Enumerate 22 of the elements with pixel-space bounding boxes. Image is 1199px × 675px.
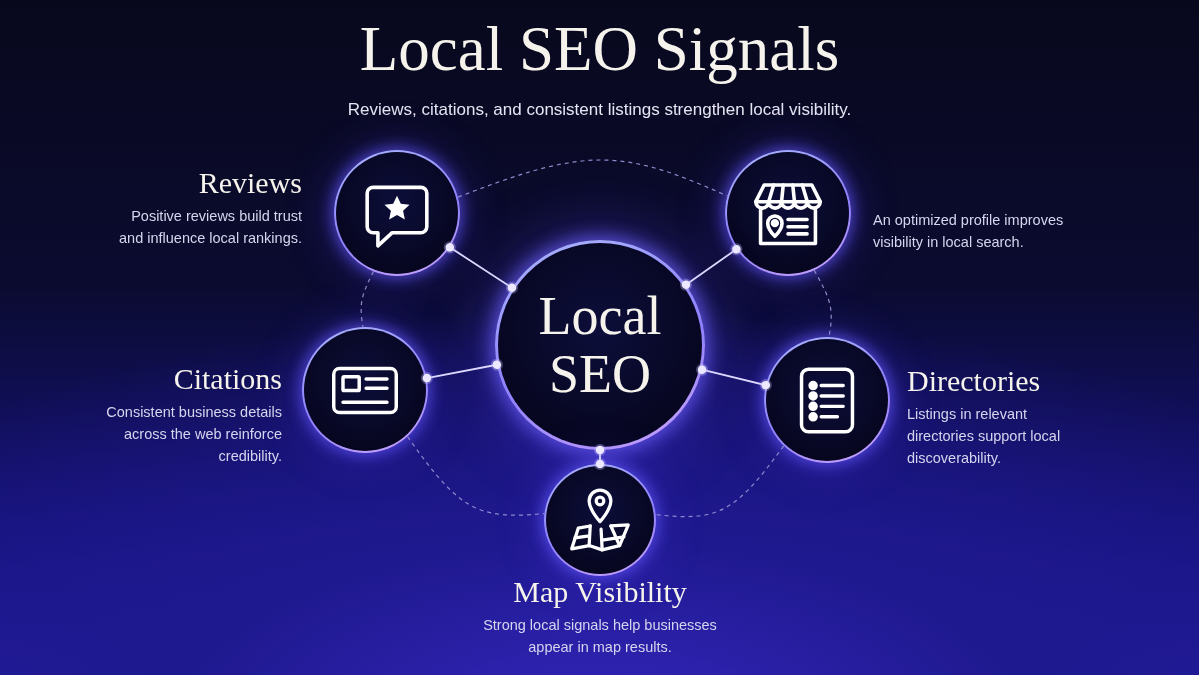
dashed-connector	[457, 159, 728, 198]
signal-description: Positive reviews build trust and influence local rankings.	[118, 207, 302, 248]
signal-description: An optimized profile improves visibility in local search.	[873, 211, 1065, 252]
connector-line	[420, 358, 503, 385]
hub-label: Local SEO	[537, 287, 663, 403]
signal-heading: Reviews	[198, 166, 302, 200]
connector-line	[679, 243, 743, 291]
connector-line	[593, 443, 607, 471]
title: Local SEO Signals	[359, 14, 840, 84]
dashed-connector	[406, 435, 545, 516]
signal-description: Consistent business details across the web reinforce credibility.	[105, 403, 282, 466]
signal-heading: Directories	[907, 364, 1041, 398]
subtitle: Reviews, citations, and consistent listings strengthen local visibility.	[347, 99, 852, 121]
connector-line	[696, 363, 772, 392]
dashed-connector	[655, 445, 785, 518]
signal-heading: Map Visibility	[513, 575, 687, 609]
connector-line	[443, 241, 518, 294]
dashed-connector	[813, 269, 832, 338]
signal-description: Strong local signals help businesses appear in map results.	[482, 616, 718, 657]
dashed-connector	[360, 270, 375, 328]
signal-heading: Citations	[173, 362, 282, 396]
signal-description: Listings in relevant directories support local discoverability.	[907, 405, 1062, 468]
